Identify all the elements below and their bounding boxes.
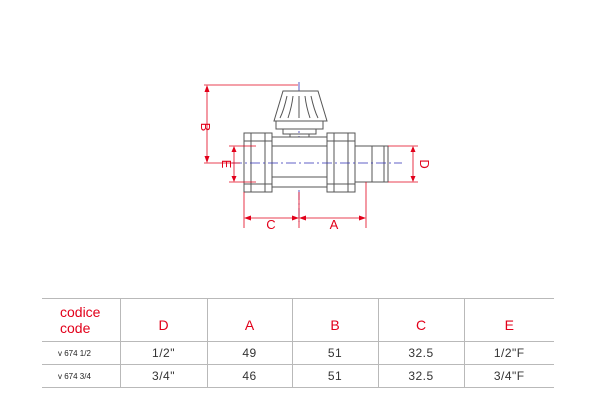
table-row: v 674 1/2 1/2" 49 51 32.5 1/2"F: [42, 341, 554, 365]
cell-d: 3/4": [120, 364, 208, 388]
dimension-label-a: A: [330, 217, 339, 232]
cell-a: 49: [207, 341, 293, 365]
cell-c: 32.5: [378, 364, 465, 388]
dimension-label-b: B: [198, 123, 213, 132]
header-b: B: [292, 298, 379, 342]
table-row: v 674 3/4 3/4" 46 51 32.5 3/4"F: [42, 364, 554, 388]
header-a: A: [207, 298, 293, 342]
cell-e: 3/4"F: [493, 369, 525, 383]
handwheel: [273, 90, 328, 137]
row-code: v 674 3/4: [42, 364, 121, 388]
table-header-row: codice code D A B C E: [42, 298, 554, 342]
header-c: C: [378, 298, 465, 342]
header-d: D: [120, 298, 208, 342]
valve-body: [243, 132, 389, 193]
row-code: v 674 1/2: [42, 341, 121, 365]
header-e: E: [504, 317, 514, 333]
header-code-it: codice: [60, 304, 101, 320]
valve-technical-drawing: B E D C A: [198, 82, 432, 232]
dimension-label-d: D: [417, 159, 432, 168]
cell-b: 51: [292, 364, 379, 388]
dimension-lines: [204, 84, 418, 228]
cell-e: 1/2"F: [493, 346, 525, 360]
cell-d: 1/2": [120, 341, 208, 365]
cell-c: 32.5: [378, 341, 465, 365]
cell-a: 46: [207, 364, 293, 388]
header-code: codice code: [42, 298, 121, 342]
cell-b: 51: [292, 341, 379, 365]
dimension-label-c: C: [266, 217, 275, 232]
dimension-label-e: E: [219, 160, 234, 169]
header-code-en: code: [60, 320, 91, 336]
dimension-table: codice code D A B C E v 674 1/2 1/2" 49 …: [42, 298, 554, 388]
